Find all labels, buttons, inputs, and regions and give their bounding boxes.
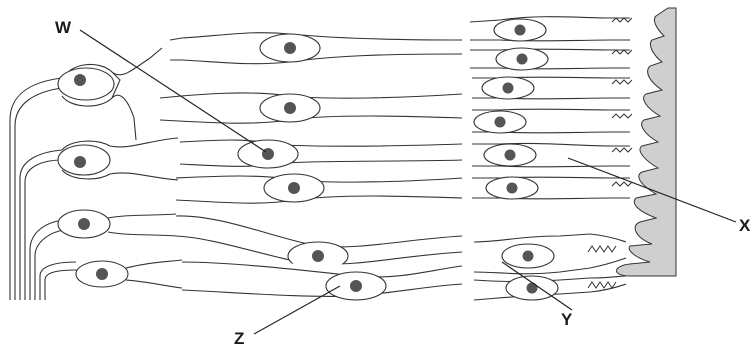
photoreceptor-cells bbox=[470, 17, 632, 300]
pigment-epithelium bbox=[617, 8, 677, 276]
label-w: W bbox=[55, 19, 71, 36]
label-x: X bbox=[739, 217, 750, 234]
retina-diagram bbox=[0, 0, 750, 341]
bipolar-cells bbox=[160, 33, 462, 300]
label-y: Y bbox=[561, 311, 572, 328]
nerve-fibers bbox=[10, 78, 78, 300]
label-z: Z bbox=[234, 330, 244, 347]
